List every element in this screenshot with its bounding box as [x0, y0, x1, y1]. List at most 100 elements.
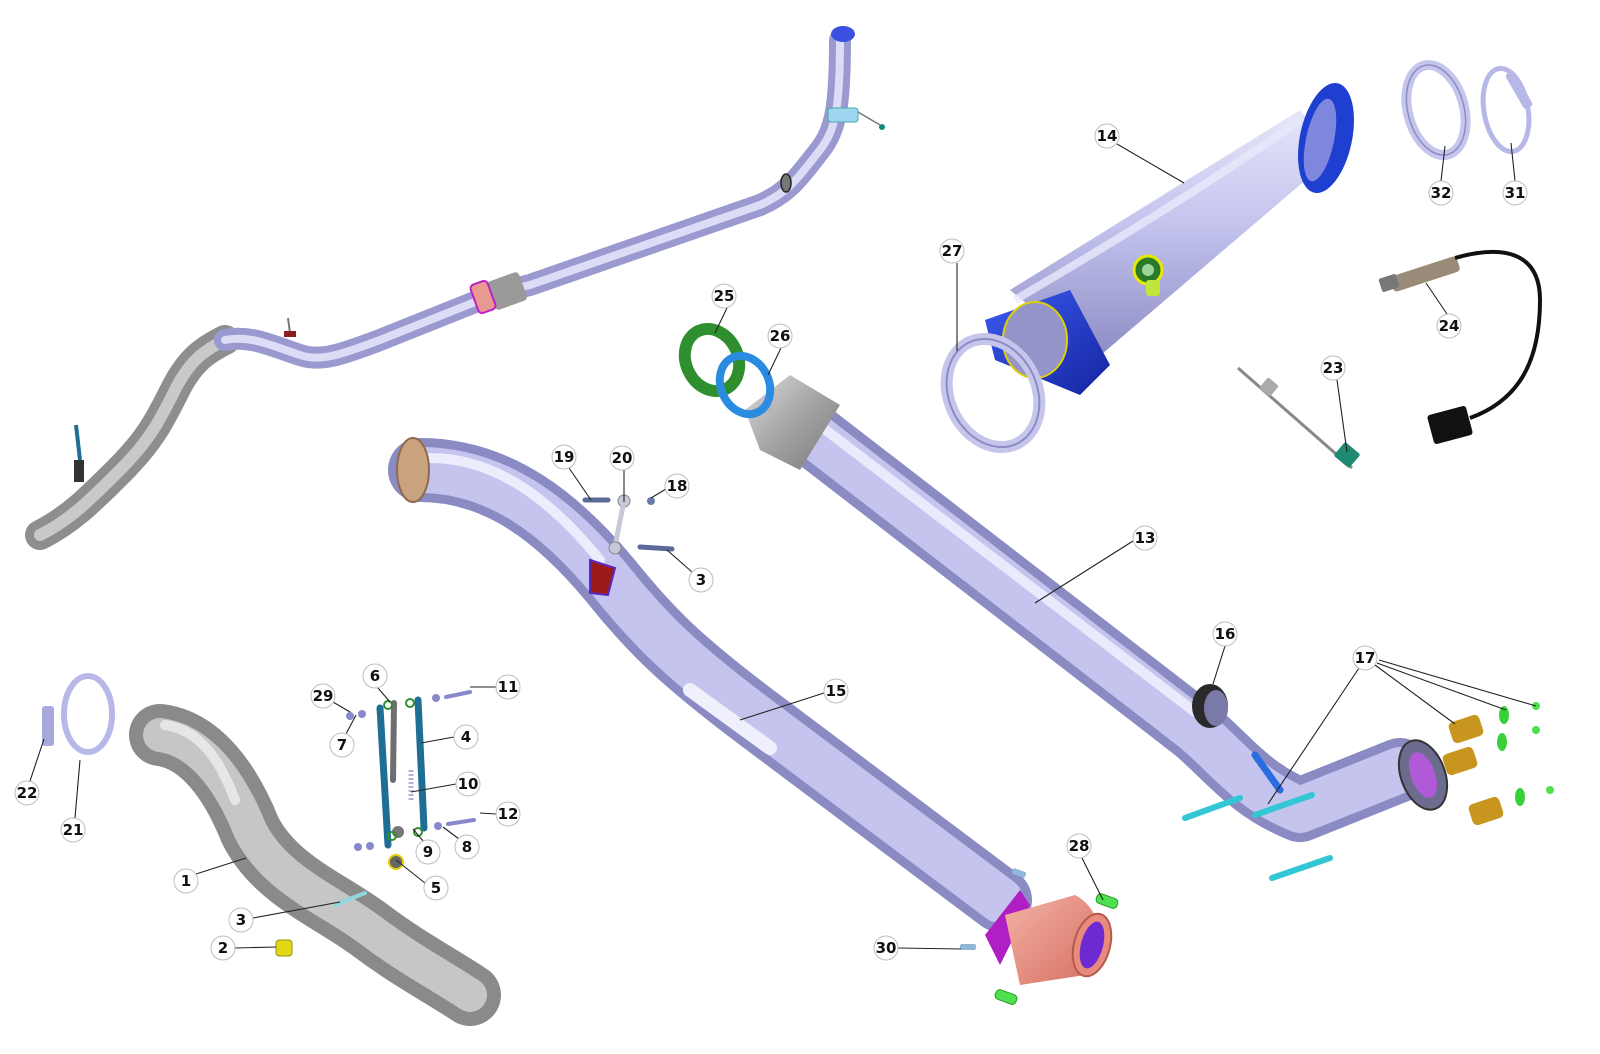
- callout-21: 21: [60, 817, 86, 843]
- leader-line-22: [29, 738, 45, 782]
- callout-circle: [14, 780, 40, 806]
- callout-number: 25: [714, 287, 735, 305]
- callout-18: 18: [664, 473, 690, 499]
- callout-circle: [939, 238, 965, 264]
- leader-line-3a: [252, 901, 341, 919]
- leader-line-31: [1510, 142, 1516, 182]
- callout-circle: [173, 868, 199, 894]
- callout-16: 16: [1212, 621, 1238, 647]
- callout-25: 25: [711, 283, 737, 309]
- callout-circle: [454, 834, 480, 860]
- callout-number: 21: [63, 821, 84, 839]
- callout-number: 3: [696, 571, 706, 589]
- callout-7: 7: [329, 732, 355, 758]
- part-23-temperature-probe: [1237, 366, 1360, 470]
- callout-number: 17: [1355, 649, 1376, 667]
- callout-circle: [873, 935, 899, 961]
- part-16-rubber-hanger: [1192, 684, 1228, 728]
- callout-11: 11: [495, 674, 521, 700]
- callout-circle: [664, 473, 690, 499]
- part-27-ring-gasket: [940, 332, 1046, 454]
- callout-10: 10: [455, 771, 481, 797]
- callout-circle: [1436, 313, 1462, 339]
- callout-26: 26: [767, 323, 793, 349]
- leader-line-29: [332, 701, 351, 713]
- part-15-rear-pipe: [388, 437, 1113, 985]
- callout-circle: [1352, 645, 1378, 671]
- callout-number: 4: [461, 728, 471, 746]
- callout-circle: [362, 663, 388, 689]
- callout-20: 20: [609, 445, 635, 471]
- callout-13: 13: [1132, 525, 1158, 551]
- part-14-front-pipe: [985, 82, 1354, 395]
- callout-28: 28: [1066, 833, 1092, 859]
- leader-line-13: [1034, 540, 1134, 604]
- part-26-blue-clamp-ring: [715, 351, 775, 419]
- leader-line-12: [479, 812, 497, 815]
- callout-number: 23: [1323, 359, 1344, 377]
- callout-number: 15: [826, 682, 847, 700]
- callout-circle: [767, 323, 793, 349]
- callout-4: 4: [453, 724, 479, 750]
- leader-line-32: [1440, 145, 1446, 182]
- callout-29: 29: [310, 683, 336, 709]
- callout-circle: [688, 567, 714, 593]
- callout-number: 3: [236, 911, 246, 929]
- leader-line-23: [1336, 379, 1348, 453]
- callout-24: 24: [1436, 313, 1462, 339]
- callout-number: 27: [942, 242, 963, 260]
- callout-27: 27: [939, 238, 965, 264]
- leader-line-5: [395, 859, 426, 884]
- callout-circle: [423, 875, 449, 901]
- callout-circle: [310, 683, 336, 709]
- callout-number: 11: [498, 678, 519, 696]
- callout-circle: [453, 724, 479, 750]
- callout-number: 13: [1135, 529, 1156, 547]
- leader-line-28: [1081, 857, 1104, 901]
- callout-22: 22: [14, 780, 40, 806]
- part-3-sensor-bolt: [333, 891, 367, 907]
- callout-circle: [1132, 525, 1158, 551]
- leader-line-25: [714, 307, 728, 334]
- leader-line-1: [195, 857, 247, 875]
- callout-circle: [60, 817, 86, 843]
- callout-number: 12: [498, 805, 519, 823]
- parts-18-20-hanger-link: [582, 494, 675, 555]
- callout-circle: [495, 674, 521, 700]
- callout-number: 16: [1215, 625, 1236, 643]
- callout-number: 9: [423, 843, 433, 861]
- leader-line-24: [1425, 282, 1448, 315]
- callout-circle: [329, 732, 355, 758]
- part-25-green-ring: [678, 322, 746, 398]
- green-nuts: [1497, 702, 1554, 806]
- callout-circle: [210, 935, 236, 961]
- leader-line-17a: [1267, 667, 1360, 805]
- assembled-exhaust-overview: [25, 26, 885, 550]
- part-1-catalyst-pipe: [129, 704, 501, 1026]
- leader-line-10: [410, 783, 457, 793]
- callout-circle: [1428, 180, 1454, 206]
- part-32-ring-gasket: [1401, 59, 1471, 161]
- callout-circle: [415, 839, 441, 865]
- callout-number: 20: [612, 449, 633, 467]
- callout-2: 2: [210, 935, 236, 961]
- leader-line-9: [412, 828, 425, 843]
- leader-line-16: [1212, 645, 1226, 685]
- callout-number: 28: [1069, 837, 1090, 855]
- leader-line-8: [442, 826, 460, 840]
- callout-32: 32: [1428, 180, 1454, 206]
- callout-number: 7: [337, 736, 347, 754]
- callout-number: 6: [370, 667, 380, 685]
- leader-line-4: [420, 736, 455, 744]
- callout-12: 12: [495, 801, 521, 827]
- part-2-plug: [275, 939, 293, 957]
- callout-number: 2: [218, 939, 228, 957]
- callout-19: 19: [551, 444, 577, 470]
- part-24-oxygen-sensor: [1378, 250, 1543, 444]
- callout-number: 10: [458, 775, 479, 793]
- callout-14: 14: [1094, 123, 1120, 149]
- callout-circle: [228, 907, 254, 933]
- callout-circle: [609, 445, 635, 471]
- callout-8: 8: [454, 834, 480, 860]
